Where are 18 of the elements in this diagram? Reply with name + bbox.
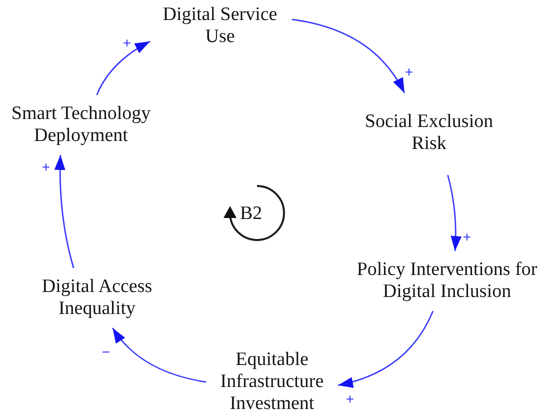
polarity-label: + xyxy=(404,66,414,78)
arrow xyxy=(292,18,406,94)
polarity-label: + xyxy=(41,162,51,172)
loop-label: B2 xyxy=(240,204,262,224)
polarity-label: + xyxy=(462,232,472,242)
arrow xyxy=(447,174,462,252)
arrow xyxy=(96,40,150,96)
arrow xyxy=(338,310,434,388)
arrow xyxy=(54,154,74,268)
variable-label: Social Exclusion Risk xyxy=(357,111,501,155)
variable-label: Digital Service Use xyxy=(158,4,282,48)
variable-label: Smart Technology Deployment xyxy=(2,103,160,147)
arrow xyxy=(112,328,206,383)
variable-label: Digital Access Inequality xyxy=(32,276,162,320)
polarity-label: + xyxy=(345,394,355,404)
variable-label: Equitable Infrastructure Investment xyxy=(214,349,330,415)
variable-label: Policy Interventions for Digital Inclusion xyxy=(347,259,547,303)
polarity-label: + xyxy=(122,38,132,48)
